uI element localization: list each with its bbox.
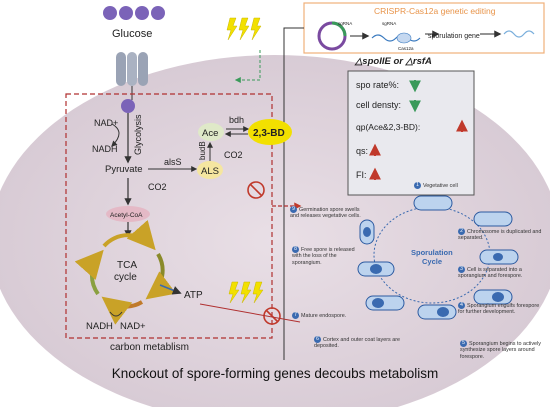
spo-rate-label: spo rate%:	[356, 80, 399, 90]
step-text: Mature endospore.	[301, 312, 347, 319]
carbon-metabolism-label: carbon metablism	[110, 342, 189, 353]
crispr-connector	[283, 27, 304, 360]
step-text: Sporangium begins to actively synthesize…	[460, 340, 541, 360]
fi-label: FI:	[356, 170, 367, 180]
sgrna-label-2: sgRNA	[382, 21, 396, 26]
tca-label: TCA	[117, 260, 137, 271]
edited-dna	[503, 30, 535, 38]
plasmid-icon	[317, 21, 347, 51]
qs-label: qs:	[356, 146, 368, 156]
caption: Knockout of spore-forming genes decoubs …	[111, 366, 439, 381]
sgrna-label-1: sgRNA	[338, 21, 352, 26]
cycle-label-1: Sporulation	[411, 248, 453, 257]
nadh-label: NADH	[92, 144, 118, 154]
cell-density-label: cell densty:	[356, 100, 401, 110]
step-text: Cell is separated into a sporangium and …	[458, 266, 523, 280]
nad-reduction-arrow	[111, 123, 120, 147]
step-text: Chromosome is duplicated and separated.	[458, 228, 542, 242]
glucose-label: Glucose	[112, 28, 152, 40]
cas12a-icon	[396, 32, 412, 44]
signal-dashed-arrow	[234, 50, 261, 83]
step-text: Sporangium engulfs forespore for further…	[458, 302, 540, 316]
alss-label: alsS	[164, 157, 182, 167]
glucose-molecule	[103, 6, 165, 20]
als-label: ALS	[201, 166, 219, 177]
crispr-title: CRISPR-Cas12a genetic editing	[374, 6, 496, 16]
knockout-label: △spoIIE or △rsfA	[354, 56, 432, 67]
step-number-badge: 1	[414, 182, 421, 189]
step-text: Free spore is released with the loss of …	[292, 246, 355, 266]
carbon-metabolism-box	[65, 93, 273, 339]
step-number-badge: 9	[290, 206, 297, 213]
step-number-badge: 7	[292, 312, 299, 319]
step-number-badge: 8	[292, 246, 299, 253]
bd23-label: 2,3-BD	[253, 128, 285, 139]
dna-strand	[371, 34, 421, 42]
tca-cycle-ring	[74, 219, 177, 325]
budb-label: budB	[198, 141, 207, 160]
lightning-icon	[226, 17, 262, 41]
glucose-monomer	[121, 99, 135, 113]
membrane-transporter	[116, 52, 148, 86]
atp-arrow	[159, 284, 182, 295]
bdh-label: bdh	[229, 115, 244, 125]
bd23-node	[248, 119, 292, 145]
prohibition-icon	[247, 181, 265, 199]
nad-plus-label: NAD+	[94, 118, 118, 128]
step-number-badge: 6	[314, 336, 321, 343]
ace-node	[198, 123, 224, 141]
nad-plus-label-2: NAD+	[120, 321, 146, 332]
atp-cut-line	[199, 303, 301, 323]
spore-cores	[363, 227, 504, 317]
sporulation-gene-label: sporulation gene	[428, 33, 480, 40]
atp-label: ATP	[184, 290, 203, 301]
step-number-badge: 5	[460, 340, 467, 347]
step-number-badge: 3	[458, 266, 465, 273]
pyruvate-label: Pyruvate	[105, 164, 143, 175]
cycle-label-2: Cycle	[422, 257, 442, 266]
co2-label-1: CO2	[148, 182, 167, 192]
tca-cycle-label: cycle	[114, 272, 137, 283]
nadh-label-2: NADH	[86, 321, 113, 332]
step-text: Germination spore swells and releases ve…	[290, 206, 361, 220]
acetyl-coa-label: Acetyl-CoA	[110, 212, 143, 219]
qp-label: qp(Ace&2,3-BD):	[356, 122, 420, 132]
nadh-cycle-arrow	[109, 311, 123, 317]
acetyl-coa-node	[106, 206, 150, 222]
step-number-badge: 2	[458, 228, 465, 235]
ace-label: Ace	[202, 128, 218, 139]
glycolysis-label: Glycolysis	[133, 114, 143, 155]
cas12a-label: Cas12a	[398, 46, 414, 51]
co2-label-2: CO2	[224, 150, 243, 160]
als-node	[197, 161, 223, 179]
step-text: Vegetative cell	[423, 182, 458, 189]
step-number-badge: 4	[458, 302, 465, 309]
step-text: Cortex and outer coat layers are deposit…	[314, 336, 401, 350]
lightning-icon-2	[228, 281, 264, 304]
